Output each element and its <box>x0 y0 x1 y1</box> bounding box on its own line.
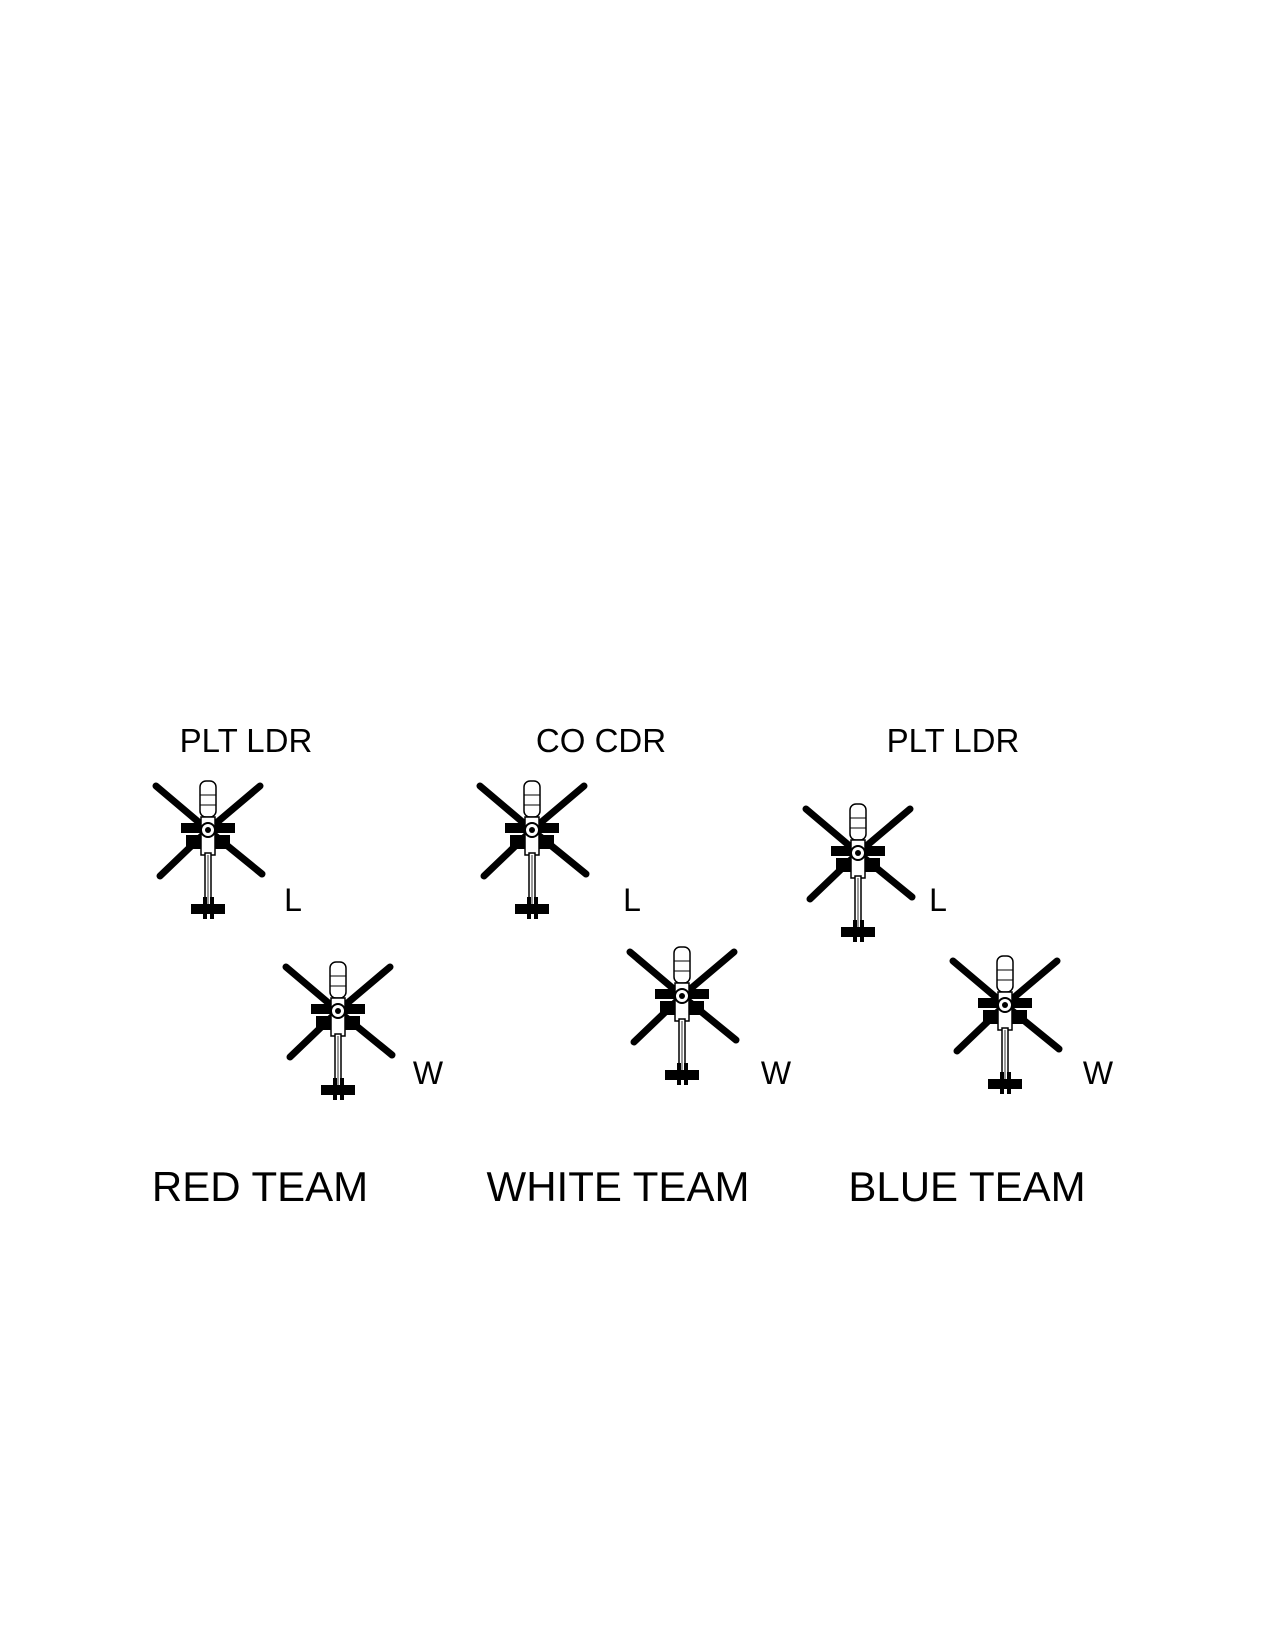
white-team-role-label: CO CDR <box>535 722 667 759</box>
white-team-lead-label: L <box>623 882 641 918</box>
blue-team-lead-helicopter-icon <box>798 798 918 948</box>
blue-team-role-label: PLT LDR <box>886 722 1020 759</box>
red-team-lead-helicopter-icon <box>148 775 268 925</box>
red-team-lead-label: L <box>284 882 302 918</box>
red-team-wing-label: W <box>412 1055 444 1091</box>
blue-team-label: BLUE TEAM <box>848 1163 1086 1210</box>
blue-team-wing-label: W <box>1082 1055 1114 1091</box>
white-team-label: WHITE TEAM <box>486 1163 750 1210</box>
red-team-role-label: PLT LDR <box>179 722 313 759</box>
blue-team-lead-label: L <box>929 882 947 918</box>
white-team-lead-helicopter-icon <box>472 775 592 925</box>
red-team-label: RED TEAM <box>151 1163 369 1210</box>
red-team-wing-helicopter-icon <box>278 956 398 1106</box>
white-team-wing-helicopter-icon <box>622 941 742 1091</box>
blue-team-wing-helicopter-icon <box>945 950 1065 1100</box>
white-team-wing-label: W <box>760 1055 792 1091</box>
